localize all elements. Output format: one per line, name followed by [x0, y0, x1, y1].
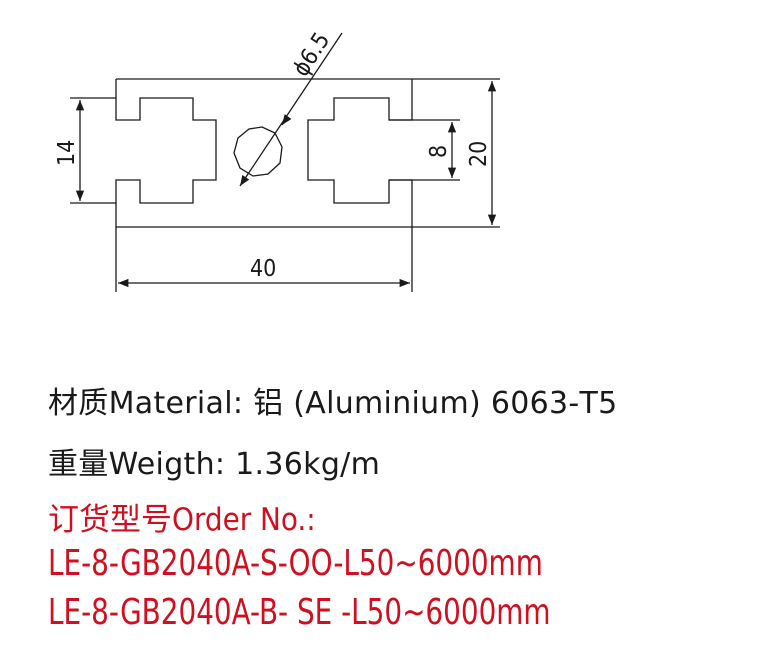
center-bore [233, 126, 283, 177]
dim-label-40: 40 [250, 256, 276, 282]
order-code-1: LE-8-GB2040A-S-OO-L50~6000mm [48, 543, 543, 584]
dim-label-20: 20 [466, 141, 492, 167]
left-slot-outline [115, 79, 217, 227]
dim-line-diameter [239, 32, 343, 187]
dim-line-diameter-tick [281, 114, 292, 126]
material-spec: 材质Material: 铝 (Aluminium) 6063-T5 [48, 386, 618, 421]
profile-drawing: ϕ6.5 14 8 20 40 [54, 28, 500, 292]
weight-spec: 重量Weigth: 1.36kg/m [48, 447, 381, 482]
right-slot-outline [307, 79, 413, 227]
dim-label-8: 8 [426, 145, 452, 158]
order-number-label: 订货型号Order No.: [48, 502, 316, 538]
order-code-2: LE-8-GB2040A-B- SE -L50~6000mm [48, 592, 551, 633]
dim-label-14: 14 [54, 140, 80, 166]
